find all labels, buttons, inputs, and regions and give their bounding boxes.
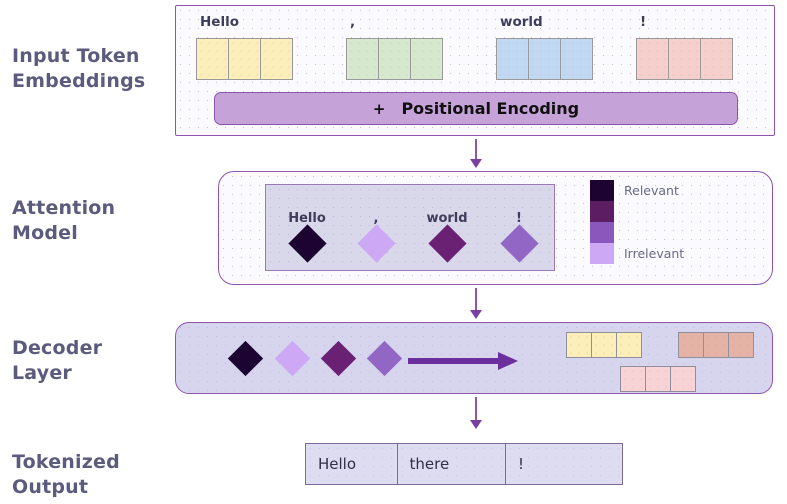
section-label-line: Decoder: [12, 337, 103, 359]
embedding-cell: [560, 38, 593, 80]
section-label-line: Embeddings: [12, 70, 146, 92]
embedding-cell: [196, 38, 229, 80]
input-token-word: ,: [350, 14, 356, 30]
decoder-output-cell: [616, 332, 642, 358]
section-label-line: Model: [12, 222, 78, 244]
embedding-cell: [700, 38, 733, 80]
attention-token-label: world: [426, 211, 468, 226]
decoder-output-cell: [645, 366, 671, 392]
arrow-input-to-attention: [469, 139, 483, 169]
positional-encoding-plus-sign: +: [372, 99, 386, 118]
input-token-word: world: [500, 14, 543, 30]
legend-label: Irrelevant: [624, 246, 685, 261]
legend-row: [590, 201, 684, 222]
positional-encoding-bar: + Positional Encoding: [214, 92, 738, 125]
arrow-decoder-to-output: [469, 397, 483, 431]
input-embedding-cells: [636, 38, 733, 80]
section-label-line: Tokenized Output: [12, 451, 120, 498]
positional-encoding-label: Positional Encoding: [401, 99, 580, 118]
input-embedding-cells: [346, 38, 443, 80]
section-label-tokenized-output: Tokenized Output: [12, 450, 172, 500]
arrow-attention-to-decoder: [469, 288, 483, 320]
output-token-cell: Hello: [305, 443, 398, 485]
legend-row: [590, 222, 684, 243]
decoder-output-cell: [670, 366, 696, 392]
embedding-cell: [528, 38, 561, 80]
decoder-output-cell: [591, 332, 617, 358]
attention-token-label: ,: [373, 211, 379, 226]
decoder-output-group: [566, 332, 642, 358]
decoder-output-group: [620, 366, 696, 392]
input-token-word: !: [640, 14, 647, 30]
embedding-cell: [378, 38, 411, 80]
section-label-line: Input Token: [12, 45, 140, 67]
decoder-transform-arrow-icon: [408, 352, 518, 370]
decoder-output-cell: [678, 332, 704, 358]
input-token-word: Hello: [200, 14, 239, 30]
legend-row: Relevant: [590, 180, 684, 201]
embedding-cell: [228, 38, 261, 80]
legend-label: Relevant: [624, 183, 679, 198]
legend-color-swatch: [590, 243, 614, 264]
embedding-cell: [260, 38, 293, 80]
embedding-cell: [636, 38, 669, 80]
decoder-output-cell: [728, 332, 754, 358]
decoder-output-group: [678, 332, 754, 358]
embedding-cell: [410, 38, 443, 80]
section-label-line: Layer: [12, 362, 72, 384]
legend-color-swatch: [590, 222, 614, 243]
embedding-cell: [346, 38, 379, 80]
legend-row: Irrelevant: [590, 243, 684, 264]
attention-token-label: !: [516, 211, 522, 226]
decoder-output-cell: [703, 332, 729, 358]
embedding-cell: [496, 38, 529, 80]
decoder-output-cell: [566, 332, 592, 358]
embedding-cell: [668, 38, 701, 80]
input-embedding-cells: [196, 38, 293, 80]
legend-color-swatch: [590, 201, 614, 222]
input-embedding-cells: [496, 38, 593, 80]
output-token-cell: there: [396, 443, 507, 485]
output-token-cell: !: [505, 443, 623, 485]
legend-color-swatch: [590, 180, 614, 201]
section-label-line: Attention: [12, 197, 116, 219]
decoder-output-cell: [620, 366, 646, 392]
attention-token-label: Hello: [288, 211, 326, 226]
